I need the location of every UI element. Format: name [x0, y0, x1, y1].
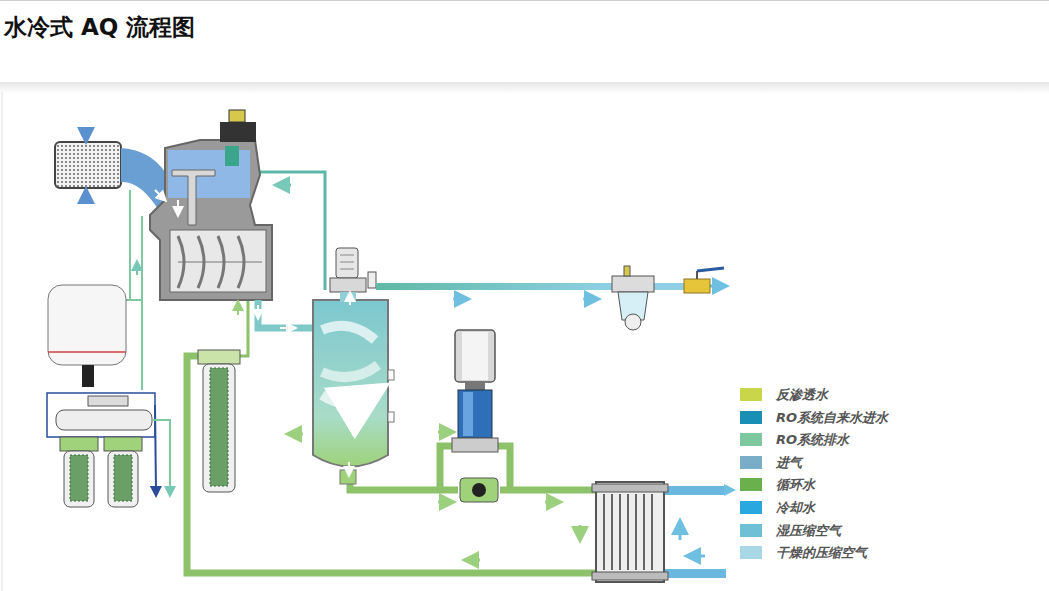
legend-text: 干燥的压缩空气: [776, 545, 867, 561]
legend-text: RO系统自来水进水: [776, 410, 888, 426]
legend-text: 循环水: [776, 477, 815, 493]
legend-row: 冷却水: [740, 500, 815, 516]
legend-text: RO系统排水: [776, 432, 849, 448]
legend-row: RO系统排水: [740, 432, 849, 448]
legend-text: 冷却水: [776, 500, 815, 516]
legend-row: 循环水: [740, 477, 815, 493]
legend-swatch: [740, 433, 762, 446]
legend-swatch: [740, 478, 762, 491]
legend-row: 干燥的压缩空气: [740, 545, 867, 561]
legend-row: RO系统自来水进水: [740, 410, 888, 426]
legend-text: 进气: [776, 455, 802, 471]
legend-text: 反渗透水: [776, 387, 828, 403]
legend-text: 湿压缩空气: [776, 523, 841, 539]
legend-swatch: [740, 524, 762, 537]
diagram-title: 水冷式 AQ 流程图: [4, 12, 195, 43]
legend-row: 反渗透水: [740, 387, 828, 403]
legend-swatch: [740, 411, 762, 424]
legend-row: 湿压缩空气: [740, 523, 841, 539]
legend-swatch: [740, 456, 762, 469]
legend-swatch: [740, 501, 762, 514]
legend-swatch: [740, 388, 762, 401]
legend-row: 进气: [740, 455, 802, 471]
legend-swatch: [740, 546, 762, 559]
